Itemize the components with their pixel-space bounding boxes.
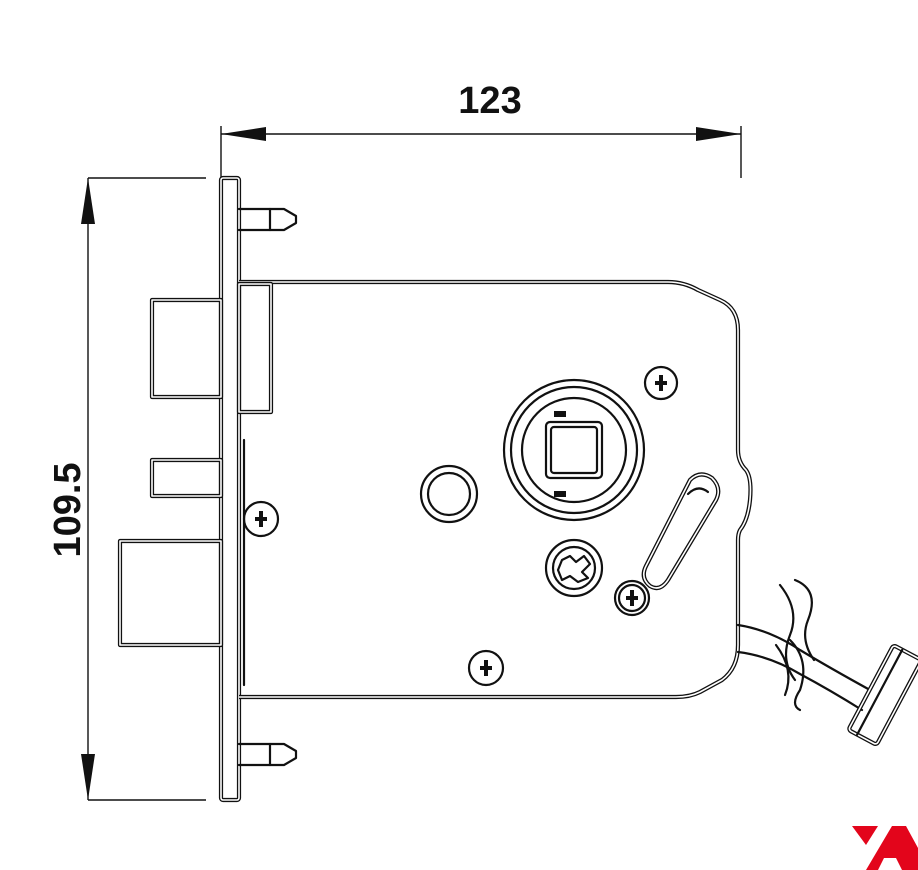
hafele-logo-fragment-icon xyxy=(852,826,918,870)
width-arrow-left xyxy=(221,127,266,141)
latch-housing xyxy=(236,281,274,415)
spindle-follower xyxy=(502,378,646,522)
dead-bolt xyxy=(117,538,224,648)
height-arrow-bottom xyxy=(81,754,95,800)
width-arrow-right xyxy=(696,127,741,141)
phillips-screw-icon xyxy=(613,579,651,617)
height-dimension: 109.5 xyxy=(47,177,206,801)
mounting-pin-top xyxy=(237,207,298,232)
faceplate xyxy=(218,175,242,803)
height-arrow-top xyxy=(81,178,95,224)
mounting-pin-bottom xyxy=(237,742,298,767)
cylinder-hole xyxy=(419,464,479,524)
phillips-screw-icon xyxy=(467,649,505,687)
phillips-screw-icon xyxy=(643,365,679,401)
phillips-screw-icon xyxy=(242,500,280,538)
cable-with-connector xyxy=(736,578,918,746)
width-dimension: 123 xyxy=(220,80,742,178)
keyway-slot xyxy=(641,472,721,591)
lock-case xyxy=(239,279,753,700)
latch-bolt xyxy=(149,297,224,400)
auxiliary-bolt xyxy=(149,457,224,499)
height-dimension-label: 109.5 xyxy=(47,462,89,557)
turn-cam xyxy=(544,538,604,598)
width-dimension-label: 123 xyxy=(458,80,521,122)
